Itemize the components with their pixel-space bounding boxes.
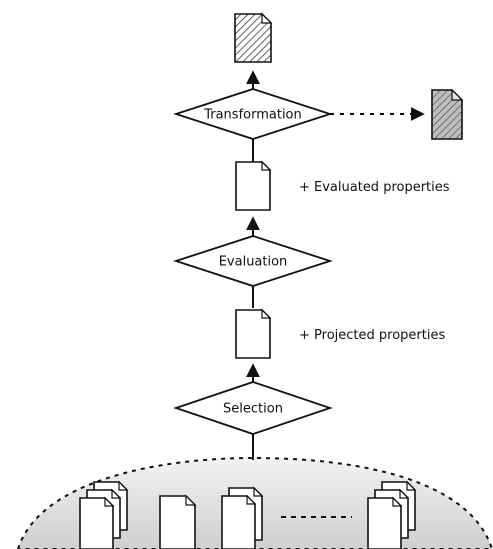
side-output-document-icon [431, 88, 464, 140]
transformation-label: Transformation [203, 108, 302, 123]
document-stack-icon-3 [367, 480, 417, 549]
document-stack-icon-2 [221, 486, 264, 549]
evaluated-document-icon [235, 160, 272, 211]
evaluation-node: Evaluation [173, 235, 333, 287]
transformation-node: Transformation [173, 88, 333, 140]
output-document-icon [234, 12, 273, 63]
document-icon-single [159, 494, 197, 549]
evaluation-label: Evaluation [219, 255, 288, 270]
selection-node: Selection [173, 381, 333, 435]
selection-label: Selection [223, 402, 283, 417]
projected-document-icon [235, 308, 272, 359]
document-stack-icon-1 [79, 480, 129, 549]
evaluated-properties-annotation: + Evaluated properties [299, 180, 450, 195]
projected-properties-annotation: + Projected properties [299, 328, 445, 343]
